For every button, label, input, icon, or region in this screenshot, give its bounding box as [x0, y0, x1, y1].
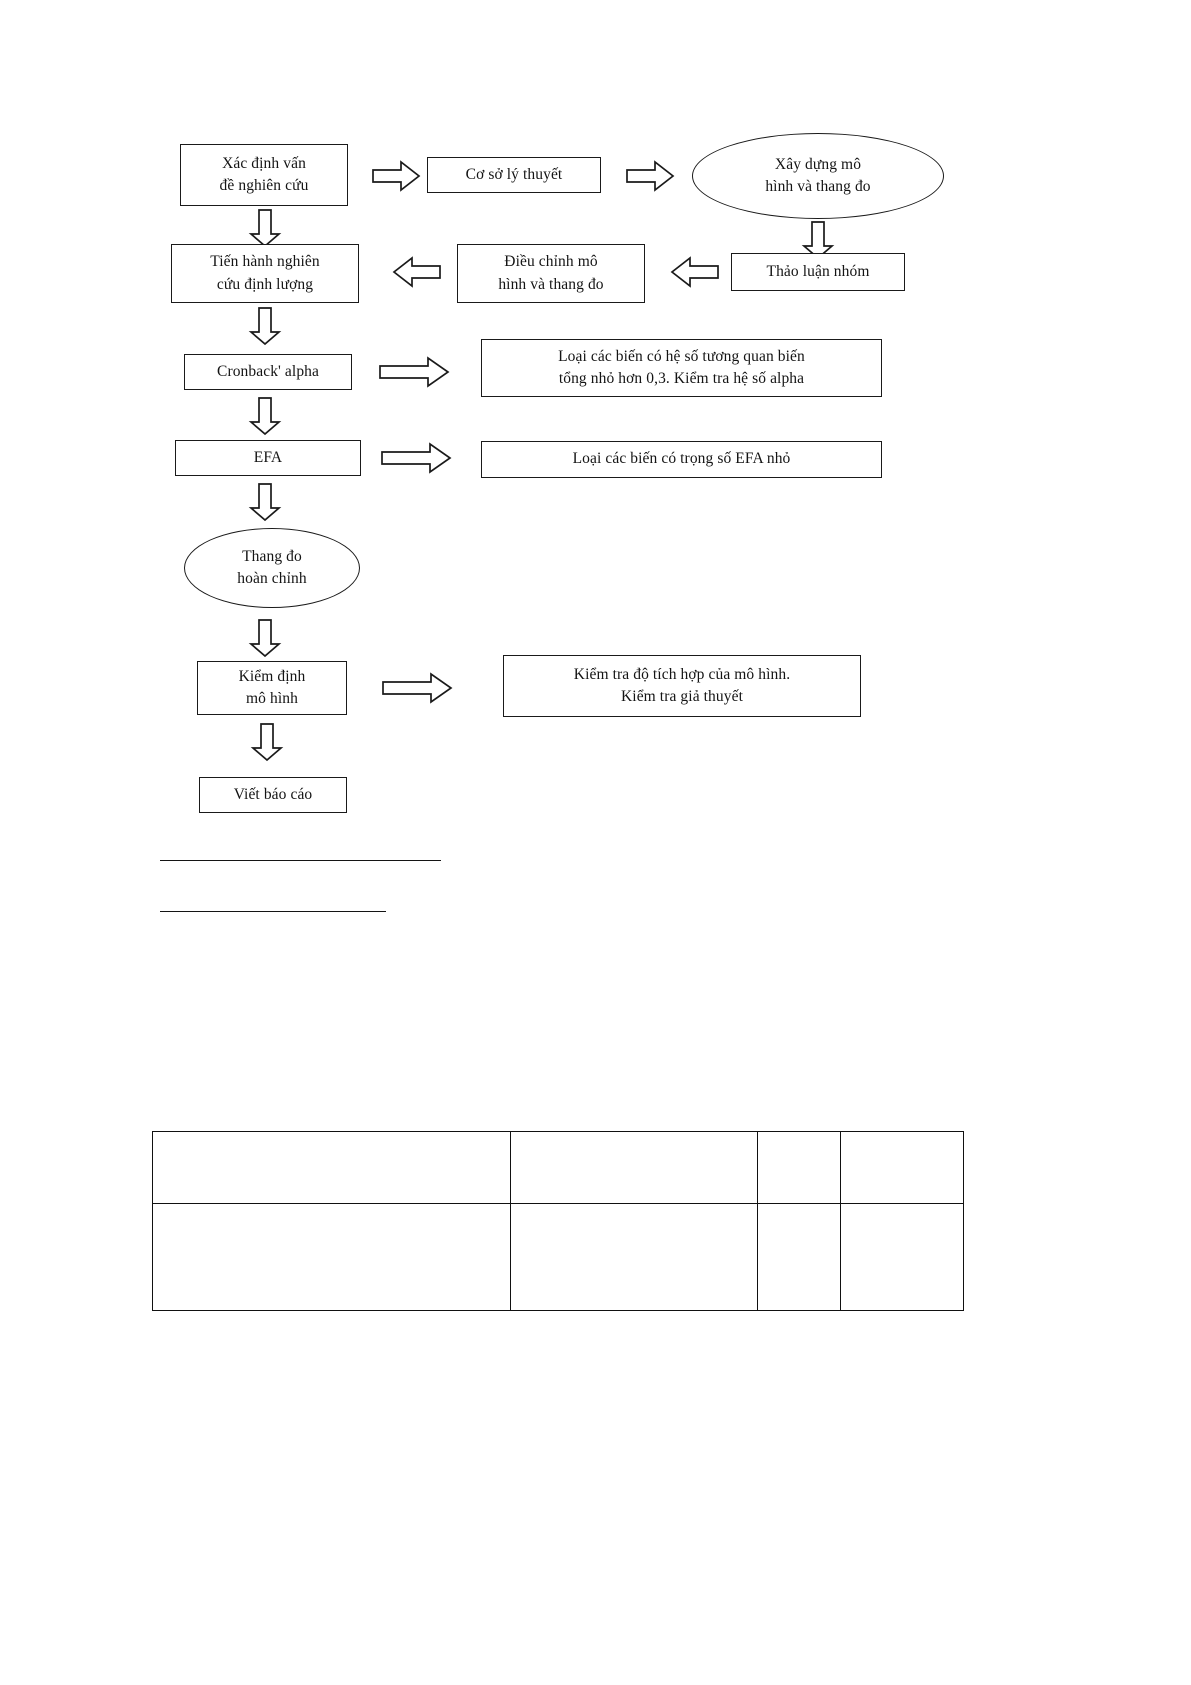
arrow-right-efa-to-loai-bien-efa — [380, 442, 452, 474]
arrow-right-cronback-to-loai-bien — [378, 356, 450, 388]
table-cell — [757, 1131, 841, 1204]
node-line-1: Thang đo — [242, 547, 302, 565]
node-line-1: Kiểm định — [238, 667, 306, 685]
table-row — [152, 1131, 965, 1204]
arrow-left-thao-luan-to-dieu-chinh — [668, 256, 720, 288]
flow-node-kiem-tra-do-tich-hop: Kiểm tra độ tích hợp của mô hình. Kiểm t… — [503, 655, 861, 717]
flow-node-xay-dung-mo-hinh: Xây dựng mô hình và thang đo — [692, 133, 944, 219]
node-line-1: Xây dựng mô — [774, 155, 862, 173]
node-line-2: hình và thang đo — [765, 178, 871, 195]
node-line-2: mô hình — [246, 690, 298, 707]
node-line-1: Cơ sở lý thuyết — [465, 165, 563, 183]
node-line-1: Thảo luận nhóm — [766, 262, 870, 280]
table-cell — [509, 1131, 759, 1204]
node-line-1: EFA — [253, 448, 283, 466]
flow-node-loai-bien-tuong-quan: Loại các biến có hệ số tương quan biến t… — [481, 339, 882, 397]
flow-node-viet-bao-cao: Viết báo cáo — [199, 777, 347, 813]
footnote-rule-1 — [160, 860, 441, 861]
table-cell — [152, 1203, 511, 1311]
node-line-2: cứu định lượng — [216, 275, 314, 293]
node-line-1: Cronback' alpha — [217, 362, 319, 380]
arrow-down-thang-do-to-kiem-dinh — [248, 618, 282, 658]
node-line-2: hoàn chỉnh — [237, 570, 307, 587]
node-line-1: Tiến hành nghiên — [210, 253, 320, 271]
node-line-1: Xác định vấn — [222, 154, 306, 172]
node-line-2: tổng nhỏ hơn 0,3. Kiểm tra hệ số alpha — [558, 370, 805, 387]
arrow-right-xac-dinh-to-co-so — [371, 160, 421, 192]
flow-node-dieu-chinh-mo-hinh: Điều chỉnh mô hình và thang đo — [457, 244, 645, 303]
flow-node-cronback-alpha: Cronback' alpha — [184, 354, 352, 390]
arrow-right-kiem-dinh-to-kiem-tra — [381, 672, 453, 704]
table-cell — [509, 1203, 759, 1311]
node-line-1: Loại các biến có hệ số tương quan biến — [558, 347, 805, 365]
arrow-down-kiem-dinh-to-viet-bao-cao — [250, 722, 284, 762]
table-cell — [839, 1203, 965, 1311]
node-line-2: Kiểm tra giả thuyết — [621, 688, 743, 705]
table-cell — [839, 1131, 965, 1204]
flow-node-efa: EFA — [175, 440, 361, 476]
flow-node-thao-luan-nhom: Thảo luận nhóm — [731, 253, 905, 291]
flow-node-loai-bien-efa: Loại các biến có trọng số EFA nhỏ — [481, 441, 882, 478]
node-line-1: Loại các biến có trọng số EFA nhỏ — [572, 450, 791, 468]
node-line-1: Kiểm tra độ tích hợp của mô hình. — [573, 665, 791, 683]
node-line-2: hình và thang đo — [498, 275, 604, 293]
node-line-2: đề nghiên cứu — [219, 177, 309, 194]
flow-node-co-so-ly-thuyet: Cơ sở lý thuyết — [427, 157, 601, 193]
arrow-down-xay-dung-to-thao-luan — [801, 220, 835, 260]
arrow-down-cronback-to-efa — [248, 396, 282, 436]
arrow-down-efa-to-thang-do — [248, 482, 282, 522]
arrow-down-xac-dinh-to-nghien-cuu — [248, 208, 282, 248]
node-line-1: Viết báo cáo — [233, 785, 313, 803]
table-cell — [152, 1131, 511, 1204]
arrow-down-nghien-cuu-to-cronback — [248, 306, 282, 346]
table-cell — [757, 1203, 841, 1311]
arrow-right-co-so-to-xay-dung — [625, 160, 675, 192]
table-row — [152, 1203, 965, 1311]
flow-node-xac-dinh-van-de: Xác định vấn đề nghiên cứu — [180, 144, 348, 206]
node-line-1: Điều chỉnh mô — [504, 253, 598, 271]
footnote-rule-2 — [160, 911, 386, 912]
flow-node-kiem-dinh-mo-hinh: Kiểm định mô hình — [197, 661, 347, 715]
flow-node-nghien-cuu-dinh-luong: Tiến hành nghiên cứu định lượng — [171, 244, 359, 303]
empty-data-table — [152, 1131, 965, 1311]
flow-node-thang-do-hoan-chinh: Thang đo hoàn chỉnh — [184, 528, 360, 608]
arrow-left-dieu-chinh-to-nghien-cuu — [390, 256, 442, 288]
